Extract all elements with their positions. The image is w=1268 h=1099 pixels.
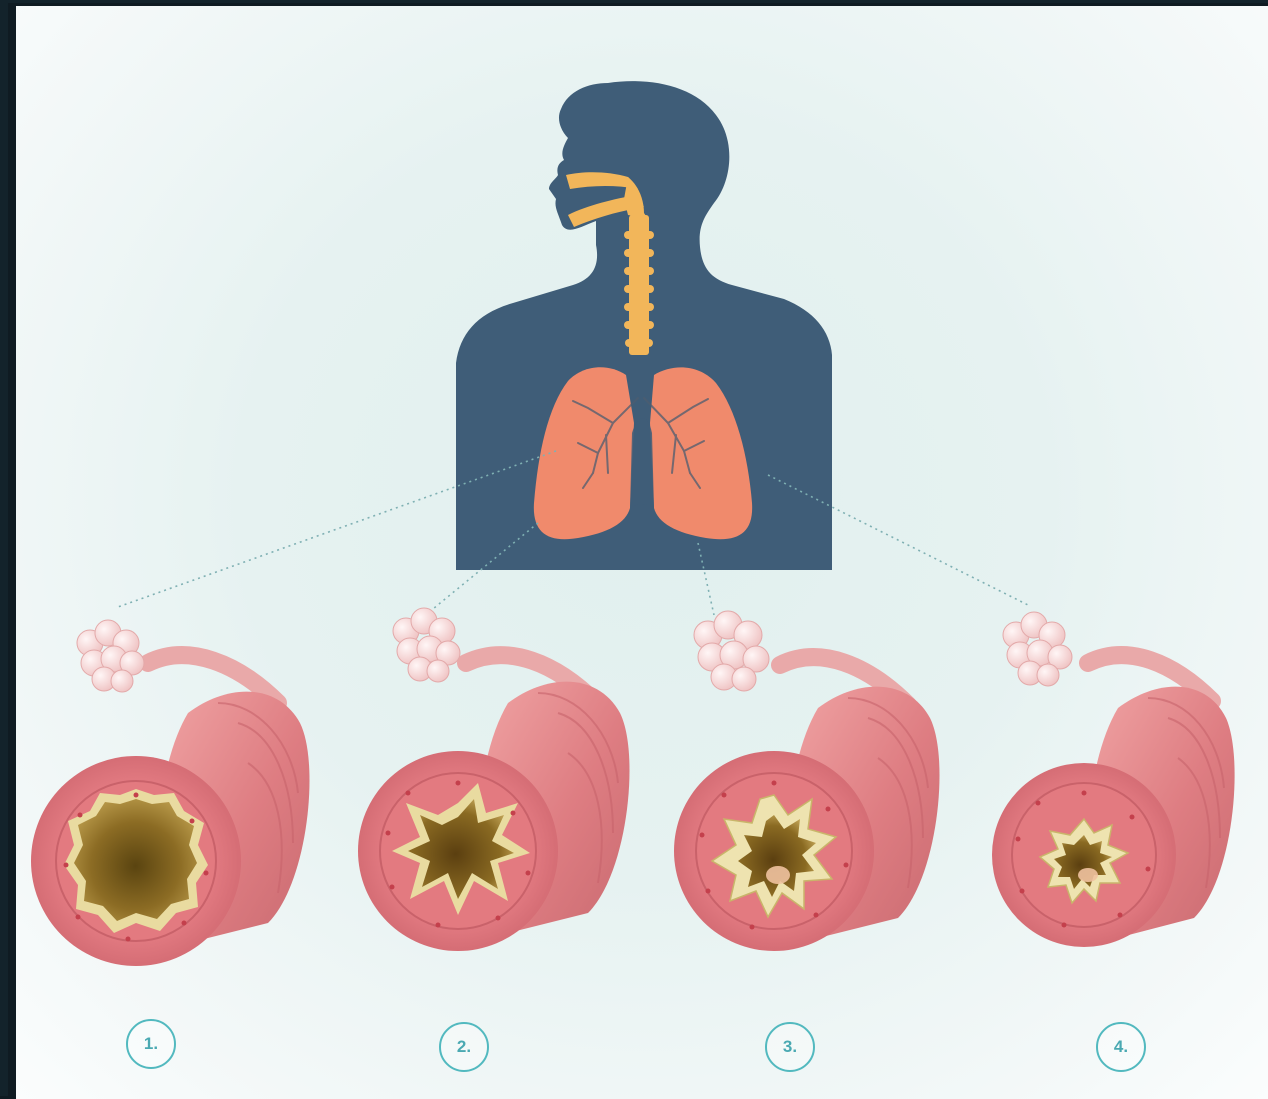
bronchus-stage-4-icon [992,612,1235,947]
stage-label-4: 4. [1096,1022,1146,1072]
bronchus-stages [16,6,1268,1099]
stage-label-1: 1. [126,1019,176,1069]
bronchus-stage-3-icon [674,611,940,951]
stage-label-2: 2. [439,1022,489,1072]
bronchus-stage-1-icon [31,620,310,966]
stage-label-3: 3. [765,1022,815,1072]
stage-label-1-text: 1. [144,1034,158,1054]
stage-label-2-text: 2. [457,1037,471,1057]
stage-label-4-text: 4. [1114,1037,1128,1057]
diagram-panel: 1. 2. 3. 4. [16,6,1268,1099]
bronchus-stage-2-icon [358,608,630,951]
stage-label-3-text: 3. [783,1037,797,1057]
